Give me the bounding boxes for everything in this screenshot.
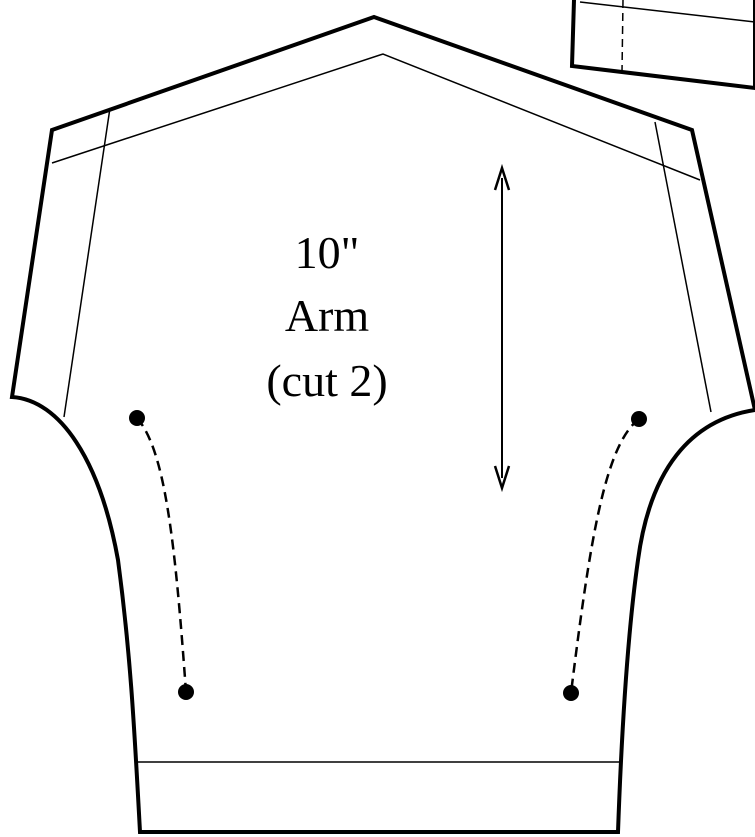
seam-allowance: [51, 53, 712, 763]
adjacent-piece-fold-line: [621, 0, 624, 73]
seam-line-left: [63, 107, 111, 418]
adjacent-piece-seam-line: [579, 1, 755, 23]
dart-left: [129, 410, 194, 700]
dart-point-dot: [129, 410, 145, 426]
arrow-head-down-icon: [493, 465, 511, 493]
arm-piece-outline: [9, 14, 755, 834]
size-label: 10": [295, 227, 360, 278]
cut-instruction-label: (cut 2): [266, 355, 387, 406]
dart-right: [563, 411, 647, 701]
adjacent-piece-outline: [569, 0, 755, 91]
dart-point-dot: [178, 684, 194, 700]
adjacent-pattern-piece: [569, 0, 755, 91]
dart-point-dot: [563, 685, 579, 701]
dart-point-dot: [631, 411, 647, 427]
seam-line-right: [654, 121, 712, 413]
seam-line-shoulder: [51, 53, 701, 181]
grain-line-arrow: [493, 163, 511, 493]
piece-name-label: Arm: [285, 290, 370, 341]
arrow-head-up-icon: [493, 163, 511, 191]
